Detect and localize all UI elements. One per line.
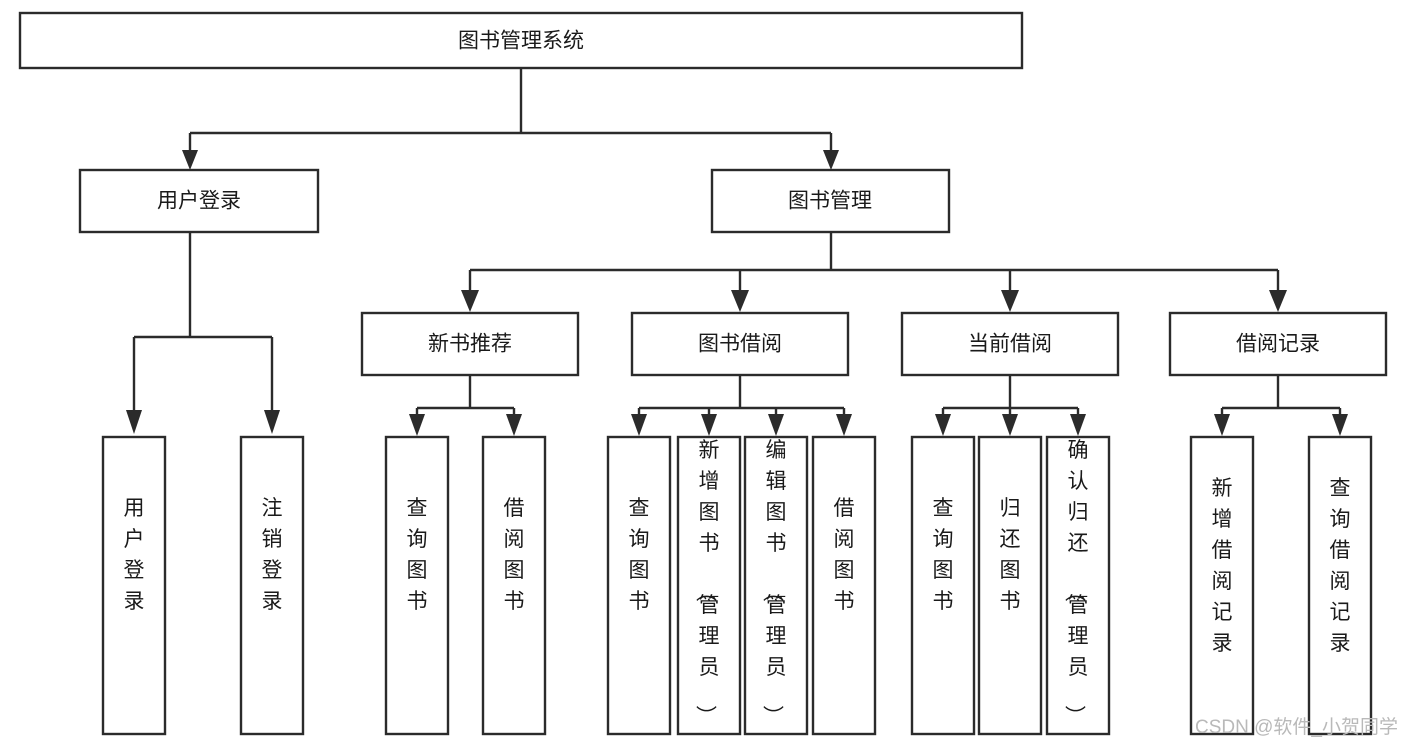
node-leaf-logout-login-label: 注销登录 — [262, 497, 283, 613]
node-leaf-add-record-label: 新增借阅记录 — [1212, 477, 1233, 655]
node-leaf-borrow-book-2[interactable]: 借阅图书 — [811, 435, 877, 736]
node-leaf-add-book-label: 新增图书（管理员） — [694, 439, 720, 726]
arrowhead-leaf-edit-book — [768, 414, 784, 436]
node-leaf-edit-book[interactable]: 编辑图书（管理员） — [743, 435, 809, 736]
node-leaf-return-book-label: 归还图书 — [1000, 497, 1021, 613]
arrowhead-leaf-add-record — [1214, 414, 1230, 436]
node-leaf-add-book[interactable]: 新增图书（管理员） — [676, 435, 742, 736]
node-leaf-confirm-return-box[interactable] — [1045, 435, 1111, 736]
arrowhead-book-borrow — [731, 290, 749, 312]
node-user-login-box[interactable] — [78, 168, 320, 234]
node-leaf-borrow-book-1-label: 借阅图书 — [504, 497, 525, 613]
node-new-book-recommend-label: 新书推荐 — [428, 333, 512, 356]
node-borrow-record-box[interactable] — [1168, 311, 1388, 377]
node-book-manage-box[interactable] — [710, 168, 951, 234]
node-root-label: 图书管理系统 — [458, 30, 584, 53]
watermark-label: CSDN @软件_小贺同学 — [1195, 716, 1398, 738]
node-current-borrow-label: 当前借阅 — [968, 333, 1052, 356]
node-borrow-record-label: 借阅记录 — [1236, 333, 1320, 356]
node-leaf-add-record-box[interactable] — [1189, 435, 1255, 736]
connector-layer — [126, 68, 1348, 436]
node-leaf-query-book-1-box[interactable] — [384, 435, 450, 736]
node-root-box[interactable] — [18, 11, 1024, 70]
node-leaf-borrow-book-1[interactable]: 借阅图书 — [481, 435, 547, 736]
node-leaf-user-login-box[interactable] — [101, 435, 167, 736]
node-leaf-query-book-1[interactable]: 查询图书 — [384, 435, 450, 736]
arrowhead-leaf-return-book — [1002, 414, 1018, 436]
node-leaf-edit-book-box[interactable] — [743, 435, 809, 736]
arrowhead-leaf-query-book-3 — [935, 414, 951, 436]
node-current-borrow[interactable]: 当前借阅 — [900, 311, 1120, 377]
node-leaf-user-login[interactable]: 用户登录 — [101, 435, 167, 736]
arrowhead-leaf-query-record — [1332, 414, 1348, 436]
arrowhead-current-borrow — [1001, 290, 1019, 312]
arrowhead-borrow-record — [1269, 290, 1287, 312]
arrowhead-leaf-borrow-book-1 — [506, 414, 522, 436]
node-leaf-return-book[interactable]: 归还图书 — [977, 435, 1043, 736]
arrowhead-leaf-confirm-return — [1070, 414, 1086, 436]
node-leaf-query-book-1-label: 查询图书 — [407, 497, 428, 613]
node-leaf-query-book-2[interactable]: 查询图书 — [606, 435, 672, 736]
arrowhead-user-login — [182, 150, 198, 170]
node-book-manage-label: 图书管理 — [788, 190, 872, 213]
node-current-borrow-box[interactable] — [900, 311, 1120, 377]
arrowhead-leaf-logout-login — [264, 410, 280, 434]
node-book-borrow-box[interactable] — [630, 311, 850, 377]
node-new-book-recommend[interactable]: 新书推荐 — [360, 311, 580, 377]
node-leaf-query-record-label: 查询借阅记录 — [1330, 477, 1351, 655]
node-leaf-user-login-label: 用户登录 — [124, 497, 145, 613]
node-new-book-recommend-box[interactable] — [360, 311, 580, 377]
node-leaf-query-book-2-box[interactable] — [606, 435, 672, 736]
arrowhead-leaf-query-book-2 — [631, 414, 647, 436]
arrowhead-leaf-add-book — [701, 414, 717, 436]
node-book-borrow-label: 图书借阅 — [698, 333, 782, 356]
node-leaf-borrow-book-2-label: 借阅图书 — [834, 497, 855, 613]
node-leaf-add-record[interactable]: 新增借阅记录 — [1189, 435, 1255, 736]
arrowhead-leaf-borrow-book-2 — [836, 414, 852, 436]
node-user-login-label: 用户登录 — [157, 190, 241, 213]
node-leaf-query-book-3-label: 查询图书 — [933, 497, 954, 613]
arrowhead-book-manage — [823, 150, 839, 170]
node-leaf-edit-book-label: 编辑图书（管理员） — [761, 439, 787, 726]
node-user-login[interactable]: 用户登录 — [78, 168, 320, 234]
node-leaf-query-book-3-box[interactable] — [910, 435, 976, 736]
node-leaf-borrow-book-2-box[interactable] — [811, 435, 877, 736]
node-borrow-record[interactable]: 借阅记录 — [1168, 311, 1388, 377]
node-leaf-logout-login-box[interactable] — [239, 435, 305, 736]
node-leaf-query-record-box[interactable] — [1307, 435, 1373, 736]
arrowhead-leaf-user-login — [126, 410, 142, 434]
node-book-borrow[interactable]: 图书借阅 — [630, 311, 850, 377]
node-leaf-query-record[interactable]: 查询借阅记录 — [1307, 435, 1373, 736]
arrowhead-leaf-query-book-1 — [409, 414, 425, 436]
node-leaf-logout-login[interactable]: 注销登录 — [239, 435, 305, 736]
node-leaf-confirm-return-label: 确认归还（管理员） — [1063, 439, 1089, 726]
node-leaf-confirm-return[interactable]: 确认归还（管理员） — [1045, 435, 1111, 736]
node-leaf-borrow-book-1-box[interactable] — [481, 435, 547, 736]
node-root[interactable]: 图书管理系统 — [18, 11, 1024, 70]
arrowhead-new-book-recommend — [461, 290, 479, 312]
node-book-manage[interactable]: 图书管理 — [710, 168, 951, 234]
node-leaf-return-book-box[interactable] — [977, 435, 1043, 736]
node-leaf-add-book-box[interactable] — [676, 435, 742, 736]
node-leaf-query-book-3[interactable]: 查询图书 — [910, 435, 976, 736]
node-leaf-query-book-2-label: 查询图书 — [629, 497, 650, 613]
